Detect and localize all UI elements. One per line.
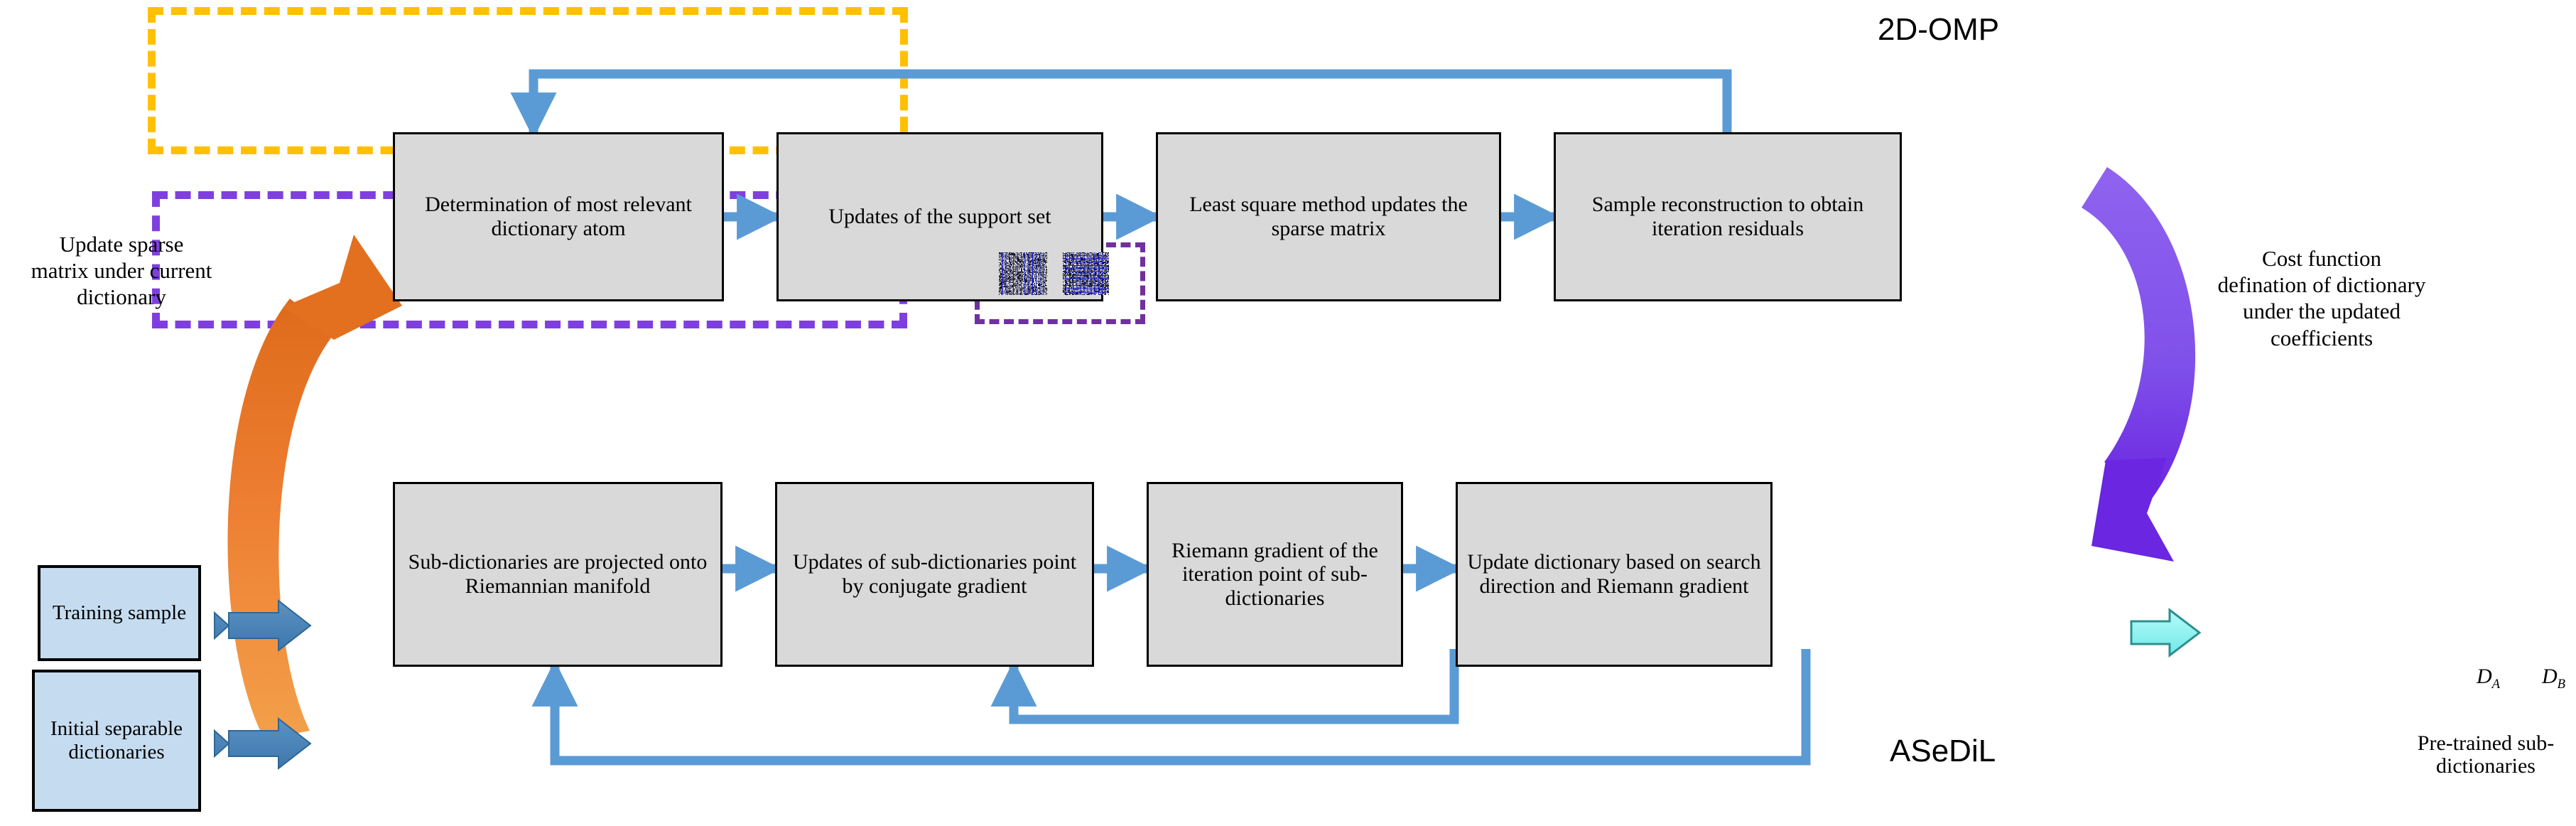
process-box-omp-2[interactable]: Updates of the support set xyxy=(776,132,1103,301)
dictionary-label-b-sub: B xyxy=(2557,677,2566,692)
process-box-omp-1[interactable]: Determination of most relevant dictionar… xyxy=(393,132,724,301)
output-caption: Pre-trained sub-dictionaries xyxy=(2417,731,2555,778)
process-box-asedil-3[interactable]: Riemann gradient of the iteration point … xyxy=(1147,482,1403,667)
output-thumbnails xyxy=(975,242,1145,324)
region-label-2d-omp: 2D-OMP xyxy=(1878,12,2000,47)
dictionary-thumbnail-b xyxy=(1063,252,1109,295)
region-label-asedil: ASeDiL xyxy=(1890,734,1996,768)
input-box-training-sample[interactable]: Training sample xyxy=(38,565,201,661)
input-arrow-dictionaries xyxy=(214,717,312,771)
process-box-asedil-4[interactable]: Update dictionary based on search direct… xyxy=(1456,482,1773,667)
process-box-omp-4[interactable]: Sample reconstruction to obtain iteratio… xyxy=(1554,132,1902,301)
dictionary-label-a: DA xyxy=(2477,665,2500,692)
cyan-block-arrow-icon xyxy=(2130,607,2202,658)
dictionary-label-a-base: D xyxy=(2477,665,2492,688)
dictionary-label-b-base: D xyxy=(2542,665,2558,688)
input-arrow-training xyxy=(214,599,312,653)
purple-curved-arrow-icon xyxy=(2082,167,2196,562)
input-box-initial-dictionaries[interactable]: Initial separable dictionaries xyxy=(32,670,201,812)
dictionary-label-b: DB xyxy=(2542,665,2565,692)
caption-update-sparse-matrix: Update sparse matrix under current dicti… xyxy=(31,232,212,310)
caption-cost-function: Cost function defination of dictionary u… xyxy=(2217,246,2426,350)
dictionary-label-a-sub: A xyxy=(2491,677,2501,692)
process-box-omp-3[interactable]: Least square method updates the sparse m… xyxy=(1156,132,1501,301)
process-box-asedil-1[interactable]: Sub-dictionaries are projected onto Riem… xyxy=(393,482,723,667)
dictionary-thumbnail-a xyxy=(999,252,1047,295)
process-box-asedil-2[interactable]: Updates of sub-dictionaries point by con… xyxy=(775,482,1094,667)
